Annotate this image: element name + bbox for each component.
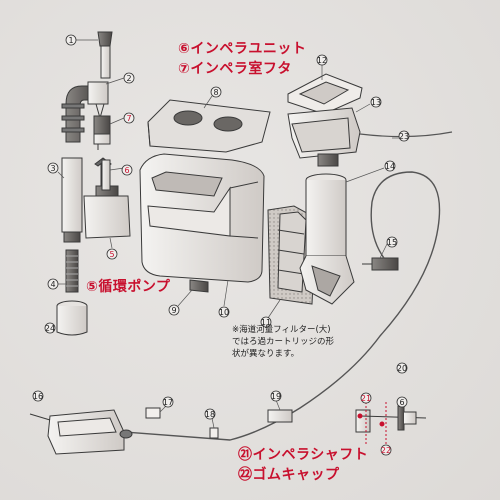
shaft-part: [93, 115, 111, 145]
svg-text:11: 11: [261, 318, 271, 327]
impeller-shaft-detail: [357, 402, 427, 444]
leader-lines: [57, 39, 404, 429]
svg-text:6: 6: [124, 166, 129, 175]
svg-text:18: 18: [205, 410, 215, 419]
air-valve: [362, 257, 399, 271]
svg-text:14: 14: [385, 162, 395, 171]
filter-chamber: [139, 153, 265, 283]
svg-text:24: 24: [45, 324, 55, 333]
svg-text:3: 3: [50, 164, 55, 173]
svg-text:7: 7: [126, 114, 131, 123]
svg-text:9: 9: [171, 306, 176, 315]
cartridge-note-line3: 状が異なります。: [232, 349, 300, 359]
reactor-tower: [299, 173, 355, 305]
svg-text:6: 6: [399, 398, 404, 407]
circulation-pump-label: ⑤循環ポンプ: [86, 279, 171, 295]
part-number-labels: 1 2 3 4 5 6 7 8 9 10 11 12 13 14 15 16 1…: [33, 36, 409, 455]
top-cap: [287, 73, 363, 115]
impeller-unit-label: ⑥インペラユニット: [178, 41, 307, 57]
pump-body: [83, 159, 131, 239]
impeller-shaft-label: ㉑インペラシャフト: [238, 447, 369, 463]
svg-text:20: 20: [397, 364, 407, 373]
filter-lid: [147, 99, 271, 153]
cartridge-note-line2: ではろ過カートリッジの形: [232, 337, 335, 347]
svg-text:4: 4: [50, 280, 55, 289]
svg-text:21: 21: [361, 394, 371, 403]
svg-text:15: 15: [387, 238, 397, 247]
svg-text:13: 13: [371, 98, 381, 107]
svg-text:2: 2: [126, 74, 131, 83]
svg-text:17: 17: [163, 398, 173, 407]
air-pump: [29, 409, 133, 455]
svg-text:12: 12: [317, 56, 327, 65]
collection-cup: [287, 107, 361, 167]
rubber-cap-label: ㉒ゴムキャップ: [238, 467, 340, 483]
intake-tube: [61, 157, 83, 293]
svg-text:19: 19: [271, 392, 281, 401]
cartridge-note-line1: ※海道河量フィルター(大): [232, 325, 331, 335]
small-parts: [145, 407, 371, 439]
nozzle-part: [97, 31, 113, 79]
drain-plug: [189, 279, 209, 293]
sponge-part: [56, 300, 88, 336]
svg-text:16: 16: [33, 392, 43, 401]
air-tube: [123, 171, 441, 441]
impeller-cover-label: ⑦インペラ室フタ: [178, 61, 292, 77]
cartridge-note: ※海道河量フィルター(大) ではろ過カートリッジの形 状が異なります。: [232, 324, 334, 360]
svg-text:22: 22: [381, 446, 391, 455]
svg-text:23: 23: [399, 132, 409, 141]
svg-text:5: 5: [109, 250, 114, 259]
svg-text:1: 1: [68, 36, 73, 45]
svg-text:10: 10: [219, 308, 229, 317]
part-number-markers: [32, 34, 410, 456]
svg-text:8: 8: [213, 88, 218, 97]
